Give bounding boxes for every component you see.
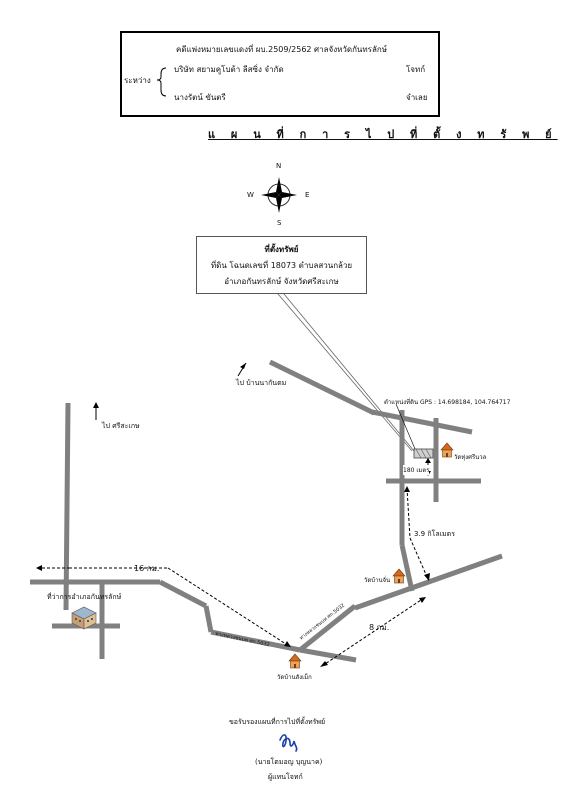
dist-3-9km-line-b [409,537,429,580]
label-wat-thung-si-nuan: วัดทุ่งศรีนวล [454,454,487,461]
road-to-sisaket [63,402,71,611]
compass-e: E [305,191,310,199]
property-location-box: ที่ตั้งทรัพย์ ที่ดิน โฉนดเลขที่ 18073 ตำ… [196,236,367,294]
plaintiff-role: โจทก์ [406,65,426,74]
case-number: คดีแพ่งหมายเลขแดงที่ ผบ.2509/2562 ศาลจัง… [176,45,387,54]
label-gps: ตำแหน่งที่ดิน GPS : 14.698184, 104.76471… [384,399,511,406]
defendant-role: จำเลย [406,93,428,102]
gps-leader [395,403,416,450]
dist-16km-line-b [167,567,290,647]
property-heading: ที่ตั้งทรัพย์ [264,245,299,254]
property-district: อำเภอกันทรลักษ์ จังหวัดศรีสะเกษ [224,277,339,286]
leader-line [277,293,413,452]
brace-mark [156,67,167,97]
between-label: ระหว่าง [124,76,151,85]
certify-text: ขอรับรองแผนที่การไปที่ตั้งทรัพย์ [229,718,326,726]
road-to-wat-ban-chan [399,544,415,592]
label-to-ban-na-kantom: ไป บ้านนากันตม [236,379,287,387]
road-east-to-8km [354,553,503,611]
compass-w: W [247,191,254,199]
compass-rose [261,177,297,213]
label-8km: 8 กม. [369,623,390,632]
temple-icon [288,653,302,669]
compass-n: N [276,162,282,170]
road-west-bend [203,605,214,633]
temple-icon [392,568,406,584]
label-16km: 16 กม. [134,564,160,573]
label-wat-ban-chan: วัดบ้านจั่น [364,577,391,584]
road-5032-east [299,647,357,663]
district-office-icon [71,606,97,630]
label-to-sisaket: ไป ศรีสะเกษ [102,422,140,430]
property-deed: ที่ดิน โฉนดเลขที่ 18073 ตำบลสวนกล้วย [210,261,353,270]
signer-name: (นายโตมอญ บุญนาค) [255,758,323,766]
road-5032-north [298,604,357,652]
road-west-diagonal [158,579,208,609]
label-3-9km: 3.9 กิโลเมตร [414,530,455,538]
dist-3-9km-line-a [406,487,411,539]
leader-line [283,293,415,452]
dist-8km-line [321,597,425,667]
arrow-head [240,363,246,369]
signature-mark [279,734,298,752]
label-wat-ban-sang-mek: วัดบ้านสังเม็ก [277,674,312,681]
compass-s: S [277,219,282,227]
label-180m: 180 เมตร [403,465,430,475]
plaintiff-name: บริษัท สยามคูโบต้า ลีสซิ่ง จำกัด [174,65,284,74]
label-district-office: ที่ว่าการอำเภอกันทรลักษ์ [47,593,122,601]
road-5032-west [210,629,301,653]
signer-role: ผู้แทนโจทก์ [268,773,303,781]
road-upper-east [371,409,473,435]
case-header-box [120,31,440,117]
temple-icon [440,442,454,458]
land-plot-hatch [415,448,432,459]
arrow-head [93,402,99,408]
map-title: แ ผ น ที่ ก า ร ไ ป ที่ ตั้ ง ท รั พ ย์ [208,128,558,141]
road-to-ban-na-kantom [268,359,376,416]
defendant-name: นางรัตน์ ขันตรี [174,93,226,102]
